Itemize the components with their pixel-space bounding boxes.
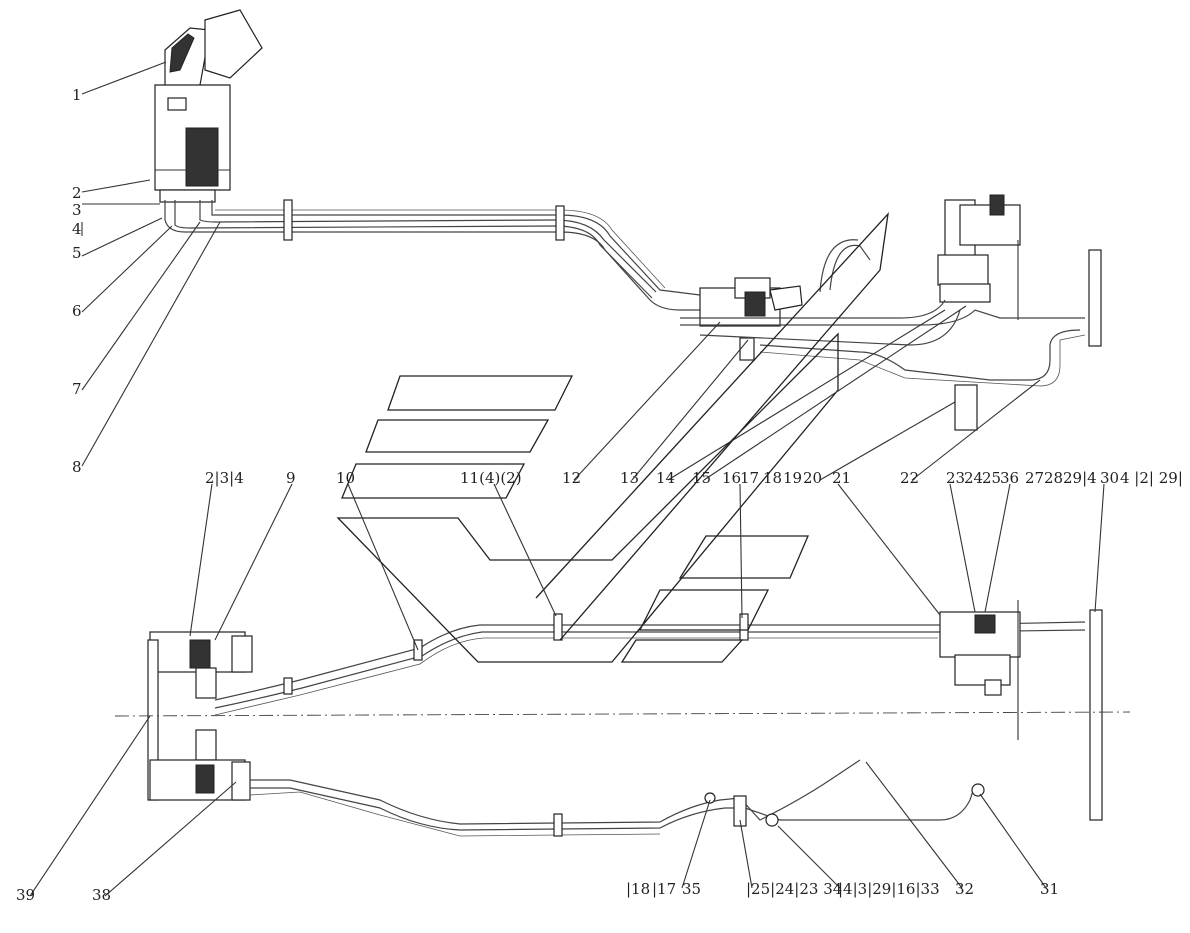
callout-5: 5: [72, 244, 82, 262]
callout-18: 18: [763, 469, 782, 487]
callout-21: 21: [832, 469, 851, 487]
callout-14: 14: [656, 469, 675, 487]
top-valve-block: [699, 239, 871, 361]
callout-28: 28: [1044, 469, 1063, 487]
callout-32: 32: [955, 880, 974, 898]
callout-7: 7: [72, 380, 82, 398]
bottom-right-valve-assembly: [939, 600, 1103, 821]
callout-8: 8: [72, 458, 82, 476]
bottom-left-pump-assembly: [147, 631, 253, 801]
callout-labels: 1 2 3 4 5 6 7 8 2|3|4 9 10 11(4)(2) 12 1…: [16, 86, 1183, 904]
callout-17: 17: [740, 469, 759, 487]
callout-25: 25: [982, 469, 1001, 487]
callout-22: 22: [900, 469, 919, 487]
callout-13: 13: [620, 469, 639, 487]
callout-19: 19: [783, 469, 802, 487]
callout-10: 10: [336, 469, 355, 487]
callout-12: 12: [562, 469, 581, 487]
top-right-valve-assembly: [937, 194, 1102, 431]
callout-38: 38: [92, 886, 111, 904]
watermark-logo: [336, 212, 889, 663]
callout-4: 4: [72, 220, 82, 238]
top-pipe-bundle: [164, 199, 740, 311]
callout-2: 2: [72, 184, 82, 202]
callout-6: 6: [72, 302, 82, 320]
callout-17-bottom: |17: [652, 880, 676, 898]
callout-23: 23: [946, 469, 965, 487]
center-line: [114, 711, 1131, 717]
callout-4-2-29: 4 |2| 29|: [1120, 469, 1183, 487]
callout-36: 36: [1000, 469, 1019, 487]
callout-29-4: 29|4: [1063, 469, 1097, 487]
callout-9: 9: [286, 469, 296, 487]
callout-20: 20: [803, 469, 822, 487]
callout-15: 15: [692, 469, 711, 487]
callout-35: 35: [682, 880, 701, 898]
callout-11: 11(4)(2): [460, 469, 522, 487]
callout-1: 1: [72, 86, 82, 104]
callout-18-bottom: |18: [626, 880, 650, 898]
callout-27: 27: [1025, 469, 1044, 487]
callout-24: 24: [964, 469, 983, 487]
leader-lines: [29, 61, 1105, 897]
top-control-unit: [154, 9, 263, 203]
callout-25-24-23-34: |25|24|23 34: [746, 880, 842, 898]
callout-31: 31: [1040, 880, 1059, 898]
callout-4-3-29-16-33: |4|3|29|16|33: [838, 880, 940, 898]
bottom-lower-pipes: [249, 759, 985, 837]
callout-2-3-4-left: 2|3|4: [205, 469, 244, 487]
callout-3: 3: [72, 201, 82, 219]
callout-16: 16: [722, 469, 741, 487]
callout-30: 30: [1100, 469, 1119, 487]
callout-39: 39: [16, 886, 35, 904]
